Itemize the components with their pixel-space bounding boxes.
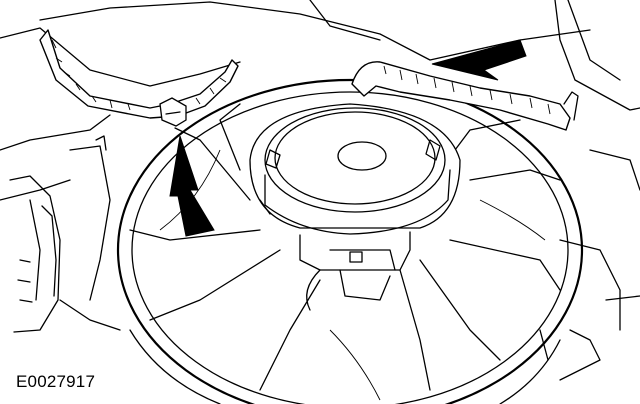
direction-arrow-left bbox=[431, 39, 527, 81]
harness-clip bbox=[159, 97, 187, 127]
fan-motor-hub bbox=[249, 103, 461, 311]
fan-blades bbox=[129, 103, 561, 401]
electrical-harness-right bbox=[351, 61, 579, 131]
figure-id-label: E0027917 bbox=[16, 372, 96, 391]
direction-arrow-up bbox=[169, 135, 215, 237]
electrical-harness-left bbox=[39, 29, 239, 119]
left-bracket bbox=[9, 135, 121, 333]
right-side-structure bbox=[539, 149, 640, 381]
radiator-support bbox=[0, 0, 640, 201]
fan-shroud bbox=[116, 78, 584, 404]
